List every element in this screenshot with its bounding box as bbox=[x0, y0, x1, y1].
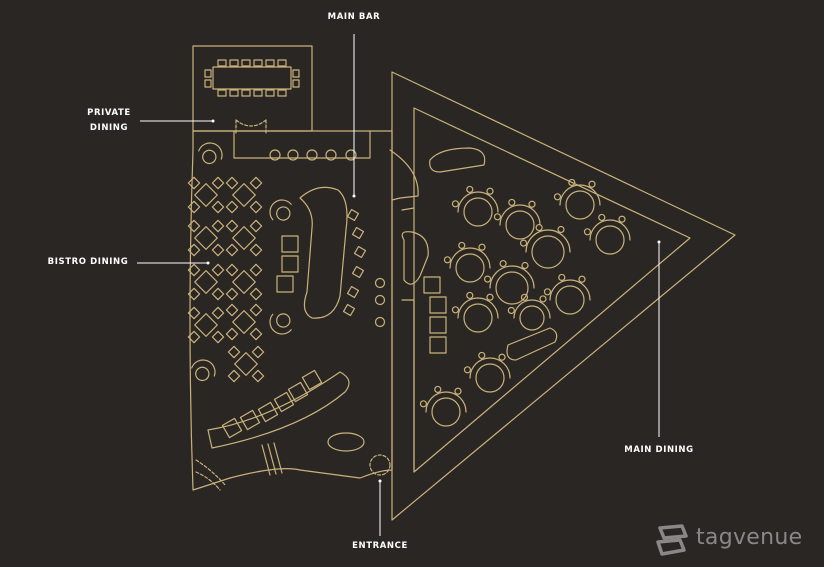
main-dining-round-booth bbox=[451, 185, 499, 227]
main-dining-sofa-top bbox=[429, 147, 486, 173]
bar-partition-wall bbox=[233, 130, 371, 159]
main-dining-round-booth bbox=[451, 291, 499, 333]
label-private-dining-line1: PRIVATE bbox=[87, 108, 131, 118]
private-dining-chair bbox=[217, 89, 227, 97]
bar-table bbox=[281, 255, 299, 273]
private-dining-chair bbox=[217, 59, 227, 67]
label-private-dining: PRIVATE DINING bbox=[74, 106, 144, 136]
bistro-table bbox=[187, 176, 225, 214]
private-dining-chair bbox=[253, 89, 263, 97]
bistro-table bbox=[187, 263, 225, 301]
bistro-table bbox=[187, 219, 225, 257]
bar-stool bbox=[306, 149, 318, 161]
label-main-dining: MAIN DINING bbox=[624, 445, 694, 455]
label-bistro-dining: BISTRO DINING bbox=[47, 257, 129, 267]
bar-table bbox=[276, 275, 294, 293]
private-dining-chair bbox=[277, 59, 287, 67]
private-dining-chair bbox=[204, 69, 212, 78]
bar-stool bbox=[342, 303, 356, 317]
bistro-table bbox=[225, 303, 263, 341]
main-dining-round-booth bbox=[493, 198, 541, 240]
bar-table bbox=[429, 336, 447, 354]
bar-table bbox=[429, 316, 447, 334]
bar-stool bbox=[351, 265, 365, 279]
bar-back-shelf bbox=[389, 149, 419, 201]
bar-stool bbox=[374, 316, 386, 328]
bar-stool bbox=[346, 208, 360, 222]
bar-booth bbox=[269, 199, 292, 221]
bar-stool bbox=[346, 285, 360, 299]
private-dining-chair bbox=[204, 79, 212, 88]
label-entrance: ENTRANCE bbox=[352, 541, 408, 551]
bar-stool bbox=[345, 149, 357, 161]
oval-planter bbox=[327, 432, 365, 452]
private-dining-chair bbox=[292, 79, 300, 88]
label-private-dining-line2: DINING bbox=[89, 123, 129, 133]
private-dining-table bbox=[204, 59, 300, 97]
bistro-table bbox=[225, 219, 263, 257]
private-dining-chair bbox=[241, 89, 251, 97]
entrance-door bbox=[369, 454, 391, 476]
bar-table bbox=[423, 276, 441, 294]
banquette-seat bbox=[221, 417, 243, 439]
main-dining-round-booth bbox=[543, 273, 591, 315]
label-main-bar: MAIN BAR bbox=[327, 12, 381, 22]
bar-stool bbox=[287, 149, 299, 161]
bar-stool bbox=[374, 277, 386, 289]
banquette-seat bbox=[257, 401, 279, 423]
bistro-table bbox=[225, 176, 263, 214]
bar-serving-counter bbox=[401, 231, 429, 285]
private-dining-chair bbox=[229, 59, 239, 67]
bistro-table bbox=[225, 263, 263, 301]
main-dining-inner-wall bbox=[413, 107, 691, 473]
private-dining-chair bbox=[292, 69, 300, 78]
bistro-corner-door bbox=[195, 459, 227, 491]
bistro-table bbox=[227, 345, 265, 383]
bar-stool bbox=[351, 226, 365, 240]
main-dining-round-booth bbox=[483, 259, 535, 305]
bistro-table bbox=[187, 306, 225, 344]
main-dining-sofa-bottom bbox=[506, 327, 558, 361]
bistro-booth bbox=[198, 142, 223, 165]
banquette-seat bbox=[301, 369, 323, 391]
lower-banquette bbox=[207, 371, 350, 449]
bar-table bbox=[281, 235, 299, 253]
main-dining-round-booth bbox=[419, 385, 467, 427]
private-dining-chair bbox=[277, 89, 287, 97]
main-bar-counter bbox=[299, 186, 348, 319]
private-dining-chair bbox=[253, 59, 263, 67]
connecting-corridor bbox=[401, 207, 415, 471]
bar-table bbox=[429, 296, 447, 314]
bar-booth bbox=[269, 313, 292, 335]
bar-stool bbox=[374, 294, 386, 306]
main-dining-outer-wall bbox=[391, 71, 736, 521]
main-dining-round-booth bbox=[443, 241, 491, 283]
main-dining-round-booth bbox=[553, 178, 601, 220]
entrance-stairs bbox=[261, 442, 283, 476]
private-dining-chair bbox=[241, 59, 251, 67]
bar-stool bbox=[325, 149, 337, 161]
tagvenue-brand-text: tagvenue bbox=[696, 525, 803, 550]
main-dining-round-booth bbox=[519, 223, 571, 269]
private-dining-chair bbox=[229, 89, 239, 97]
main-dining-round-booth bbox=[463, 351, 511, 393]
bar-stool bbox=[269, 149, 281, 161]
main-dining-round-booth bbox=[507, 293, 551, 331]
tagvenue-watermark: tagvenue bbox=[652, 518, 820, 560]
banquette-seat bbox=[287, 381, 309, 403]
tagvenue-logo-icon bbox=[656, 524, 688, 556]
banquette-seat bbox=[239, 409, 261, 431]
bistro-bar-outer-wall bbox=[189, 130, 393, 491]
private-dining-chair bbox=[265, 89, 275, 97]
private-dining-chair bbox=[265, 59, 275, 67]
private-dining-door bbox=[235, 119, 267, 136]
bistro-booth bbox=[191, 359, 216, 382]
banquette-seat bbox=[273, 391, 295, 413]
bar-stool bbox=[353, 245, 367, 259]
main-dining-round-booth bbox=[583, 213, 631, 255]
